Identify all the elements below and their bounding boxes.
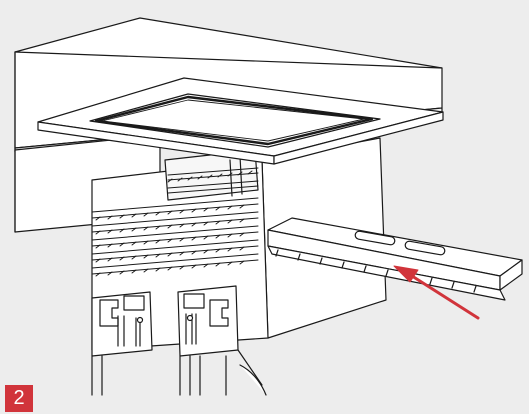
vent-slats	[91, 167, 259, 277]
step-number-badge: 2	[5, 385, 33, 412]
din-rail	[267, 217, 523, 301]
terminal-connectors	[91, 285, 267, 396]
mounting-plate	[37, 77, 444, 165]
insert-direction-arrow	[393, 265, 480, 320]
